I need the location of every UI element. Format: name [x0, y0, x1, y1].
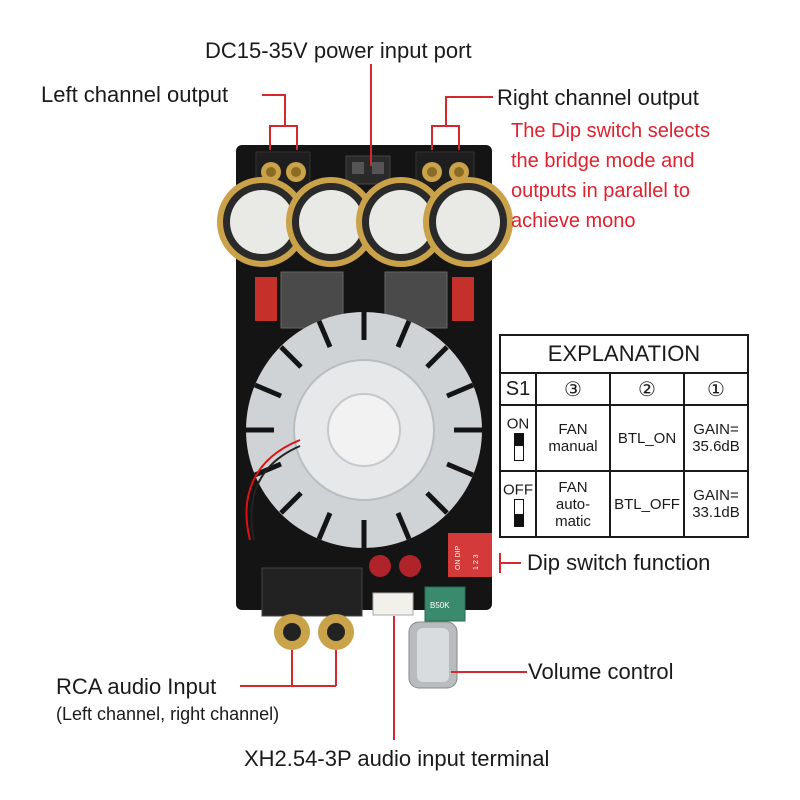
cell-line: auto-: [555, 495, 591, 513]
column-header: ③: [535, 372, 611, 406]
right-output-label: Right channel output: [497, 85, 699, 110]
capacitors: [217, 177, 513, 267]
s1-cell: ON: [499, 404, 537, 472]
gain-cell: GAIN= 35.6dB: [683, 404, 749, 472]
dip-switch: ON DIP 1 2 3: [448, 533, 492, 577]
rca-input-label: RCA audio Input: [56, 674, 217, 699]
bridge-note-line: achieve mono: [511, 210, 636, 232]
switch-on-icon: [514, 432, 524, 461]
power-input-label: DC15-35V power input port: [205, 38, 472, 63]
power-input-terminal: [345, 155, 391, 185]
state-label: ON: [506, 415, 530, 433]
dip-numbers: 1 2 3: [473, 554, 480, 570]
cell-line: 35.6dB: [692, 438, 740, 455]
xh-terminal-label: XH2.54-3P audio input terminal: [244, 746, 550, 771]
volume-potentiometer: B50K: [408, 586, 466, 689]
switch-off-icon: [514, 498, 524, 527]
bridge-note: The Dip switch selects the bridge mode a…: [511, 116, 710, 236]
xh-terminal: [372, 592, 414, 616]
explanation-title: EXPLANATION: [499, 334, 749, 374]
column-header: ②: [609, 372, 685, 406]
explanation-table: EXPLANATION S1 ③ ② ① ON FAN manual BTL_O…: [499, 334, 749, 538]
table-row: ON FAN manual BTL_ON GAIN= 35.6dB: [499, 404, 749, 472]
table-row: OFF FAN auto- matic BTL_OFF GAIN= 33.1dB: [499, 470, 749, 538]
cell-line: matic: [555, 512, 591, 530]
gain-cell: GAIN= 33.1dB: [683, 470, 749, 538]
cell-line: FAN: [558, 421, 588, 438]
cell-line: BTL_ON: [617, 429, 677, 447]
small-capacitors: [369, 555, 421, 577]
cell-line: BTL_OFF: [614, 495, 680, 513]
cell-line: 33.1dB: [692, 504, 740, 521]
cell-line: GAIN=: [693, 421, 739, 438]
column-header: S1: [499, 372, 537, 406]
volume-label: Volume control: [528, 659, 674, 684]
btl-cell: BTL_ON: [609, 404, 685, 472]
state-label: OFF: [503, 481, 533, 499]
callout-lines: [240, 64, 527, 740]
fan-cell: FAN auto- matic: [535, 470, 611, 538]
rca-jacks: [261, 567, 363, 650]
bridge-note-line: the bridge mode and: [511, 150, 695, 172]
s1-cell: OFF: [499, 470, 537, 538]
heatsink: [246, 312, 482, 548]
bridge-note-line: outputs in parallel to: [511, 180, 691, 202]
column-header: ①: [683, 372, 749, 406]
bridge-note-line: The Dip switch selects: [511, 120, 710, 142]
cell-line: FAN: [558, 478, 588, 496]
btl-cell: BTL_OFF: [609, 470, 685, 538]
fan-cell: FAN manual: [535, 404, 611, 472]
rca-input-sublabel: (Left channel, right channel): [56, 704, 280, 724]
dip-function-label: Dip switch function: [527, 550, 711, 575]
left-output-label: Left channel output: [41, 82, 229, 107]
dip-label: ON DIP: [455, 546, 462, 570]
cell-line: GAIN=: [693, 487, 739, 504]
cell-line: manual: [548, 438, 598, 455]
pot-label: B50K: [430, 601, 450, 610]
